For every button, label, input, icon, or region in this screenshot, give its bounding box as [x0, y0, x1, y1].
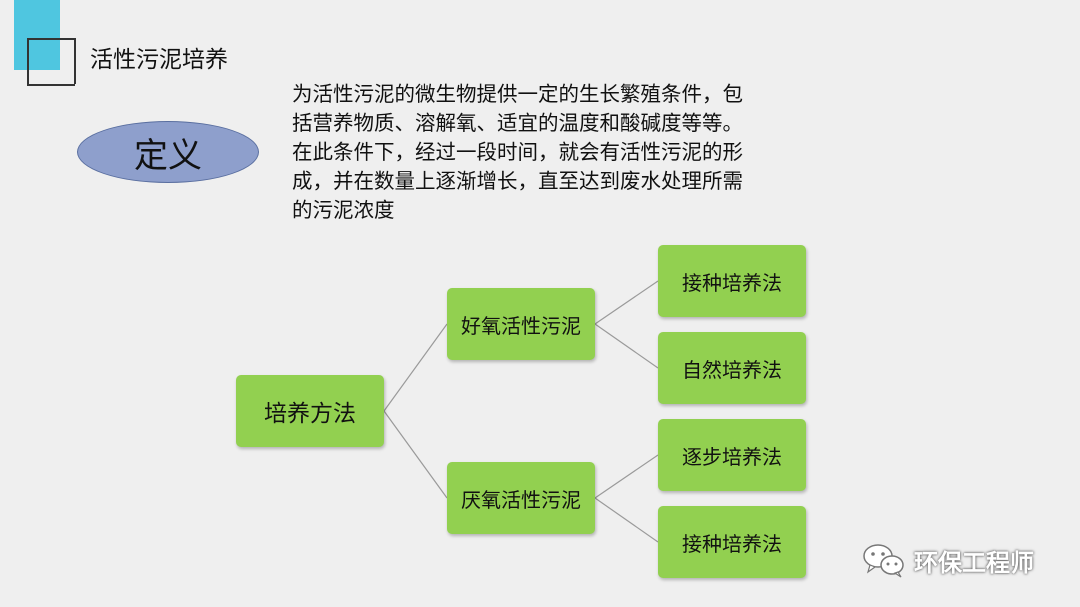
connector-root-to-anaerobic	[383, 410, 448, 499]
tree-branch-aerobic: 好氧活性污泥	[447, 288, 595, 360]
connector-aerobic-to-leaf2	[594, 323, 659, 369]
watermark-text: 环保工程师	[914, 548, 1034, 577]
connector-aerobic-to-leaf1	[594, 280, 659, 325]
tree-leaf-inoculation-anaerobic: 接种培养法	[658, 506, 806, 578]
wechat-icon	[863, 544, 904, 578]
definition-badge: 定义	[77, 121, 259, 183]
title-accent-bracket	[27, 38, 75, 86]
connector-anaerobic-to-leaf3	[594, 454, 659, 499]
definition-line: 在此条件下，经过一段时间，就会有活性污泥的形	[292, 140, 743, 164]
tree-leaf-inoculation-aerobic: 接种培养法	[658, 245, 806, 317]
title-accent-divider	[74, 38, 76, 84]
connector-root-to-aerobic	[383, 323, 448, 412]
watermark: 环保工程师	[862, 540, 1034, 580]
definition-text: 为活性污泥的微生物提供一定的生长繁殖条件，包 括营养物质、溶解氧、适宜的温度和酸…	[292, 80, 832, 225]
tree-root-node: 培养方法	[236, 375, 384, 447]
slide-title: 活性污泥培养	[90, 47, 228, 73]
connector-anaerobic-to-leaf4	[594, 497, 659, 543]
definition-line: 的污泥浓度	[292, 198, 395, 222]
title-accent-bar	[14, 0, 60, 70]
tree-leaf-stepwise: 逐步培养法	[658, 419, 806, 491]
definition-line: 为活性污泥的微生物提供一定的生长繁殖条件，包	[292, 82, 743, 106]
tree-leaf-natural: 自然培养法	[658, 332, 806, 404]
definition-line: 成，并在数量上逐渐增长，直至达到废水处理所需	[292, 169, 743, 193]
tree-branch-anaerobic: 厌氧活性污泥	[447, 462, 595, 534]
definition-line: 括营养物质、溶解氧、适宜的温度和酸碱度等等。	[292, 111, 743, 135]
definition-badge-label: 定义	[134, 135, 202, 176]
